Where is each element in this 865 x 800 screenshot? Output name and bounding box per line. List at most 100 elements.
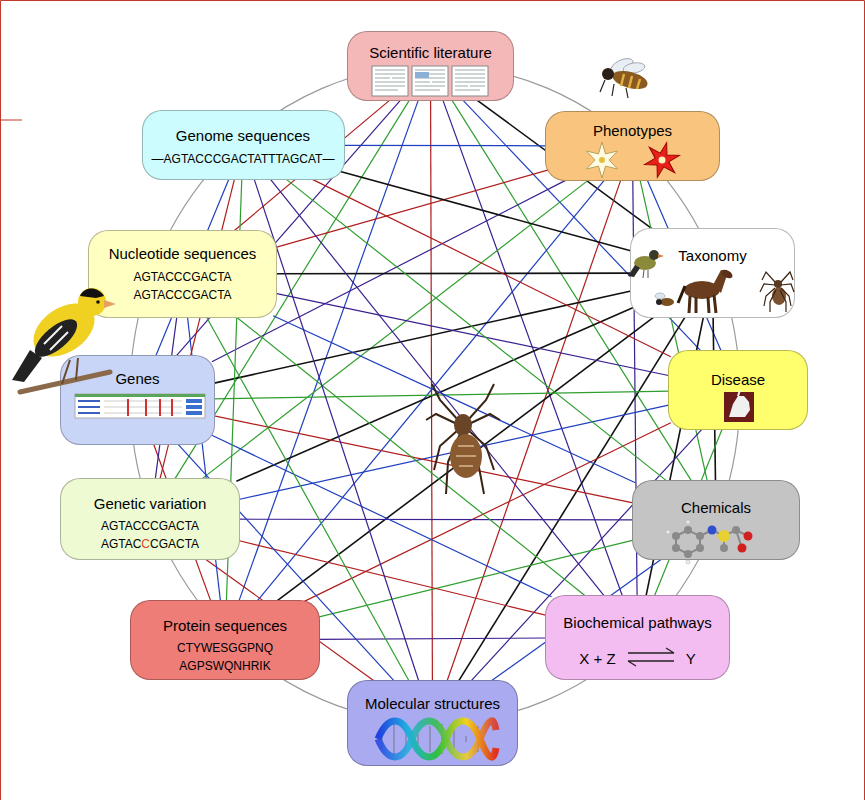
gene-thumbnail (78, 401, 100, 413)
spider-picture (450, 434, 482, 478)
variant-base: C (141, 537, 150, 551)
bee-picture (600, 80, 628, 98)
box-title: Genes (115, 370, 159, 388)
goldfinch-picture (62, 358, 78, 384)
spider-picture (456, 446, 476, 466)
dna-structure (378, 721, 496, 757)
goldfinch-picture (29, 313, 83, 363)
bee-picture (611, 68, 650, 93)
disease-icon (738, 390, 740, 396)
reaction-arrows (628, 648, 674, 653)
paper-thumbnails (415, 72, 429, 78)
topic-box: Genome sequences—AGTACCCGACTATTTAGCAT— (142, 110, 345, 180)
goldfinch-picture (12, 288, 116, 392)
molecule-icon (738, 544, 747, 553)
reaction-arrows (628, 648, 674, 666)
box-title: Protein sequences (163, 617, 287, 635)
link-line (273, 170, 548, 248)
goldfinch-picture (78, 288, 106, 316)
link-line (276, 316, 655, 601)
link-line (235, 316, 586, 597)
link-line (273, 293, 671, 376)
molecule-icon (732, 526, 740, 534)
link-line (175, 100, 401, 357)
reaction-term: Y (686, 650, 696, 668)
spider-picture (454, 414, 472, 436)
reaction-arrows (628, 661, 674, 666)
paper-thumbnails (372, 66, 488, 96)
box-title: Genome sequences (176, 127, 310, 145)
link-line (236, 519, 635, 521)
gene-thumbnail (186, 411, 202, 415)
topic-box: Protein sequencesCTYWESGGPNQAGPSWQNHRIK (130, 600, 320, 680)
flower-icons (659, 157, 666, 164)
topic-box: Chemicals (632, 480, 800, 560)
taxonomy-animals (774, 280, 782, 288)
box-title: Biochemical pathways (563, 614, 711, 632)
molecule-icon (696, 544, 704, 552)
box-title: Disease (711, 371, 765, 389)
dna-structure (382, 724, 478, 754)
gene-thumbnail (75, 394, 205, 397)
goldfinch-picture (44, 326, 68, 350)
disease-icon (724, 390, 754, 422)
taxonomy-animals (678, 286, 685, 303)
molecule-icon (718, 530, 730, 542)
taxonomy-animals (760, 272, 794, 312)
reaction-term: X + Z (579, 650, 615, 668)
link-line (340, 172, 633, 252)
sequence-text: AGTACCCGACTA (133, 269, 231, 285)
taxonomy-animals (660, 298, 674, 306)
taxonomy-animals (628, 250, 794, 313)
bee-picture (600, 55, 649, 98)
link-line (212, 435, 552, 596)
taxonomy-animals (689, 295, 716, 313)
paper-thumbnails (375, 70, 485, 90)
link-line (640, 180, 707, 482)
box-title: Scientific literature (369, 44, 492, 62)
sequence-part: AGTAC (101, 537, 141, 551)
molecule-icon (686, 560, 690, 564)
box-title: Chemicals (681, 499, 751, 517)
topic-box: Nucleotide sequencesAGTACCCGACTAAGTACCCG… (88, 230, 277, 318)
taxonomy-animals (649, 250, 659, 260)
taxonomy-animals (720, 268, 734, 280)
spider-picture (426, 384, 500, 494)
box-title: Nucleotide sequences (109, 245, 257, 263)
dna-structure (378, 721, 496, 757)
flower-icons (599, 157, 605, 163)
molecule-icon (708, 526, 717, 535)
sequence-text: AGPSWQNHRIK (179, 658, 270, 674)
box-title: Phenotypes (593, 122, 672, 140)
spider-picture (426, 384, 500, 494)
taxonomy-animals (656, 299, 662, 305)
dna-structure (378, 721, 496, 757)
ring-line (130, 65, 740, 723)
topic-box: Phenotypes (545, 111, 720, 181)
gene-thumbnail (128, 399, 172, 416)
taxonomy-animals (655, 293, 665, 299)
goldfinch-picture (104, 300, 116, 308)
gene-thumbnail (75, 394, 205, 418)
disease-icon (729, 396, 750, 417)
link-line (273, 316, 635, 483)
link-line (316, 638, 549, 639)
gene-thumbnail (186, 399, 202, 403)
taxonomy-animals (628, 265, 640, 277)
taxonomy-animals (658, 254, 664, 258)
taxonomy-animals (643, 270, 648, 278)
molecule-icon (720, 544, 728, 552)
flower-icons (586, 139, 681, 182)
box-title: Genetic variation (94, 495, 207, 513)
link-line (236, 405, 670, 500)
link-line (273, 272, 633, 274)
sequence-text: AGTACCCGACTA (101, 518, 199, 534)
topic-box: Genetic variationAGTACCCGACTA AGTACCCGACT… (60, 478, 240, 560)
sequence-part: CGACTA (150, 537, 199, 551)
molecule-icon (666, 530, 670, 534)
molecule-icon (744, 532, 753, 541)
molecule-icon (684, 526, 692, 534)
molecule-icon (684, 550, 692, 558)
link-line (311, 179, 671, 357)
